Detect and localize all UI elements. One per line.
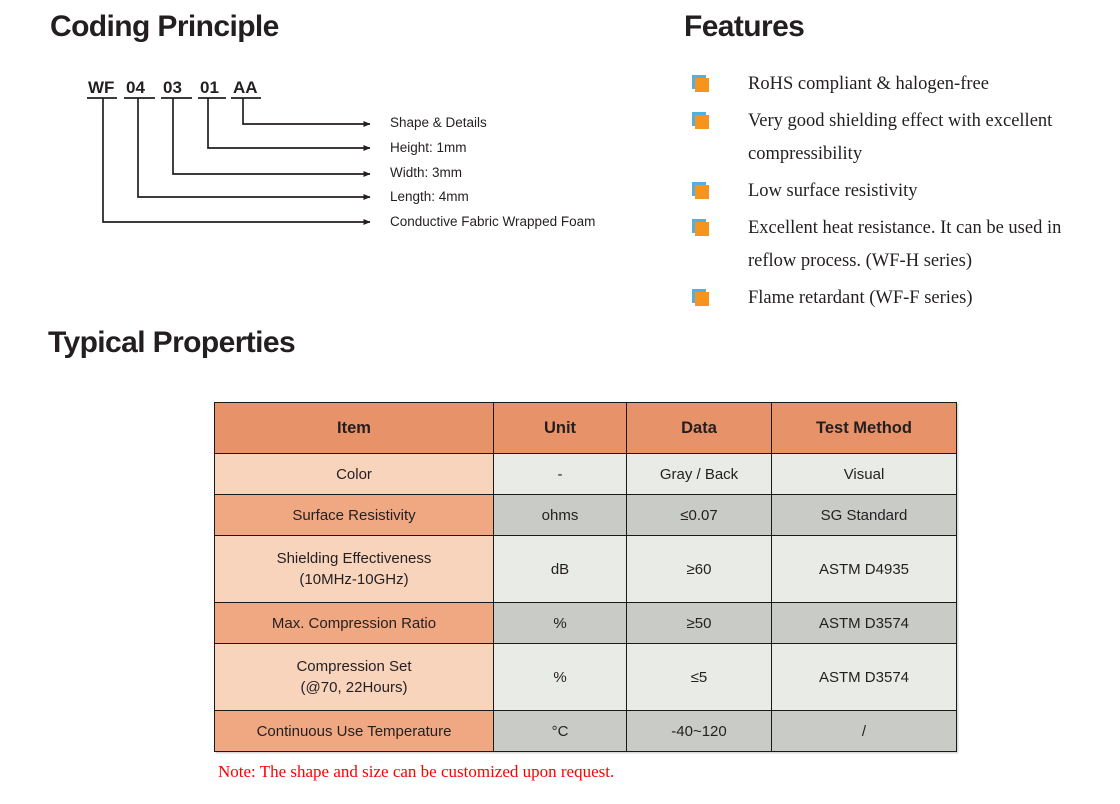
cell-item: Shielding Effectiveness(10MHz-10GHz) (214, 535, 494, 603)
page-title-features: Features (684, 10, 805, 43)
column-header-unit: Unit (493, 402, 627, 454)
code-segment-width: 03 (163, 78, 182, 97)
orange-square-bullet-icon (692, 112, 710, 129)
feature-item-label: Very good shielding effect with excellen… (748, 111, 1053, 164)
feature-item-label: RoHS compliant & halogen-free (748, 74, 989, 94)
orange-square-bullet-icon (692, 219, 710, 236)
cell-test-method: SG Standard (771, 494, 957, 536)
leader-label-shape: Shape & Details (390, 115, 487, 130)
cell-item: Compression Set(@70, 22Hours) (214, 643, 494, 711)
table-row: Compression Set(@70, 22Hours) % ≤5 ASTM … (214, 643, 957, 711)
feature-item-label: Low surface resistivity (748, 181, 918, 201)
page-title-typical-properties: Typical Properties (48, 326, 296, 359)
cell-data: ≥60 (626, 535, 772, 603)
cell-test-method: ASTM D4935 (771, 535, 957, 603)
cell-data: ≤0.07 (626, 494, 772, 536)
cell-test-method: Visual (771, 453, 957, 495)
orange-square-bullet-icon (692, 289, 710, 306)
cell-data: -40~120 (626, 710, 772, 752)
code-segment-prefix: WF (88, 78, 115, 97)
cell-unit: °C (493, 710, 627, 752)
feature-item: Excellent heat resistance. It can be use… (692, 212, 1112, 278)
feature-item: Low surface resistivity (692, 175, 1112, 208)
table-row: Shielding Effectiveness(10MHz-10GHz) dB … (214, 535, 957, 603)
feature-item: Flame retardant (WF-F series) (692, 282, 1112, 315)
table-row: Surface Resistivity ohms ≤0.07 SG Standa… (214, 494, 957, 536)
cell-item: Continuous Use Temperature (214, 710, 494, 752)
column-header-data: Data (626, 402, 772, 454)
cell-test-method: ASTM D3574 (771, 602, 957, 644)
cell-test-method: ASTM D3574 (771, 643, 957, 711)
cell-unit: ohms (493, 494, 627, 536)
leader-label-height: Height: 1mm (390, 140, 467, 155)
cell-item: Surface Resistivity (214, 494, 494, 536)
table-row: Continuous Use Temperature °C -40~120 / (214, 710, 957, 752)
leader-label-material: Conductive Fabric Wrapped Foam (390, 214, 596, 229)
leader-label-length: Length: 4mm (390, 189, 469, 204)
code-segment-shape: AA (233, 78, 258, 97)
coding-leader-lines-svg (87, 97, 371, 225)
code-segment-length: 04 (126, 78, 145, 97)
cell-item: Max. Compression Ratio (214, 602, 494, 644)
leader-label-width: Width: 3mm (390, 165, 463, 180)
cell-item: Color (214, 453, 494, 495)
cell-data: ≥50 (626, 602, 772, 644)
feature-item-label: Flame retardant (WF-F series) (748, 288, 973, 308)
code-segment-height: 01 (200, 78, 219, 97)
cell-unit: % (493, 643, 627, 711)
orange-square-bullet-icon (692, 182, 710, 199)
coding-principle-diagram: WF 04 03 01 AA Sh (0, 60, 670, 250)
features-list: RoHS compliant & halogen-free Very good … (692, 68, 1112, 319)
cell-data: ≤5 (626, 643, 772, 711)
orange-square-bullet-icon (692, 75, 710, 92)
cell-unit: dB (493, 535, 627, 603)
cell-data: Gray / Back (626, 453, 772, 495)
cell-unit: - (493, 453, 627, 495)
table-row: Max. Compression Ratio % ≥50 ASTM D3574 (214, 602, 957, 644)
column-header-test-method: Test Method (771, 402, 957, 454)
feature-item-label: Excellent heat resistance. It can be use… (748, 218, 1062, 271)
page-title-coding-principle: Coding Principle (50, 10, 279, 43)
table-row: Color - Gray / Back Visual (214, 453, 957, 495)
cell-unit: % (493, 602, 627, 644)
cell-test-method: / (771, 710, 957, 752)
feature-item: RoHS compliant & halogen-free (692, 68, 1112, 101)
typical-properties-table: Item Unit Data Test Method Color - Gray … (214, 402, 957, 752)
feature-item: Very good shielding effect with excellen… (692, 105, 1112, 171)
table-header-row: Item Unit Data Test Method (214, 402, 957, 454)
column-header-item: Item (214, 402, 494, 454)
table-note: Note: The shape and size can be customiz… (218, 762, 615, 781)
